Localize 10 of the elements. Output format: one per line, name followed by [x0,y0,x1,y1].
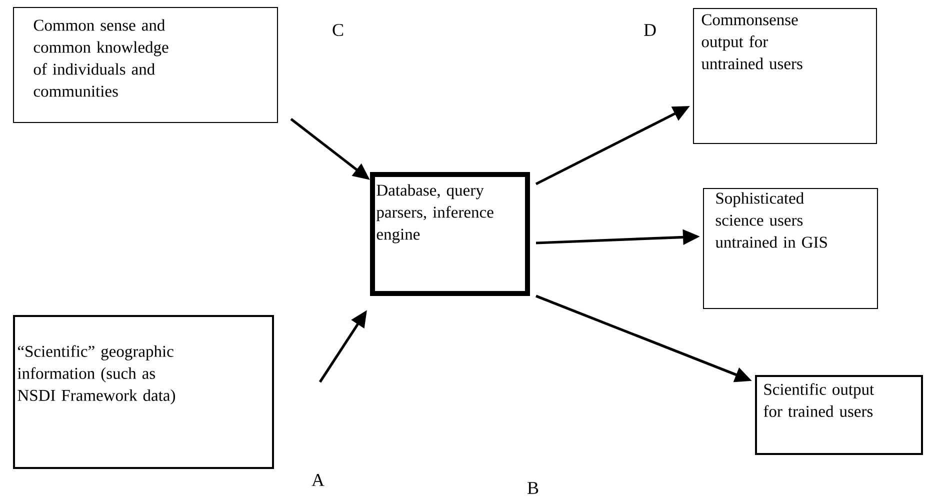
text-box: Database, query parsers, inference engine [370,172,530,296]
corner-letter: A [312,474,324,486]
text-box: Sophisticated science users untrained in GIS [703,188,878,309]
text-box: Common sense and common knowledge of individuals and communities [13,7,278,123]
corner-letter: B [528,482,538,494]
text-box: “Scientific” geographic information (such as NSDI Framework data) [13,315,274,469]
text-box: Scientific output for trained users [755,375,923,455]
corner-letter: C [332,24,344,36]
corner-letter: D [644,24,656,36]
text-box: Commonsense output for untrained users [693,8,877,144]
